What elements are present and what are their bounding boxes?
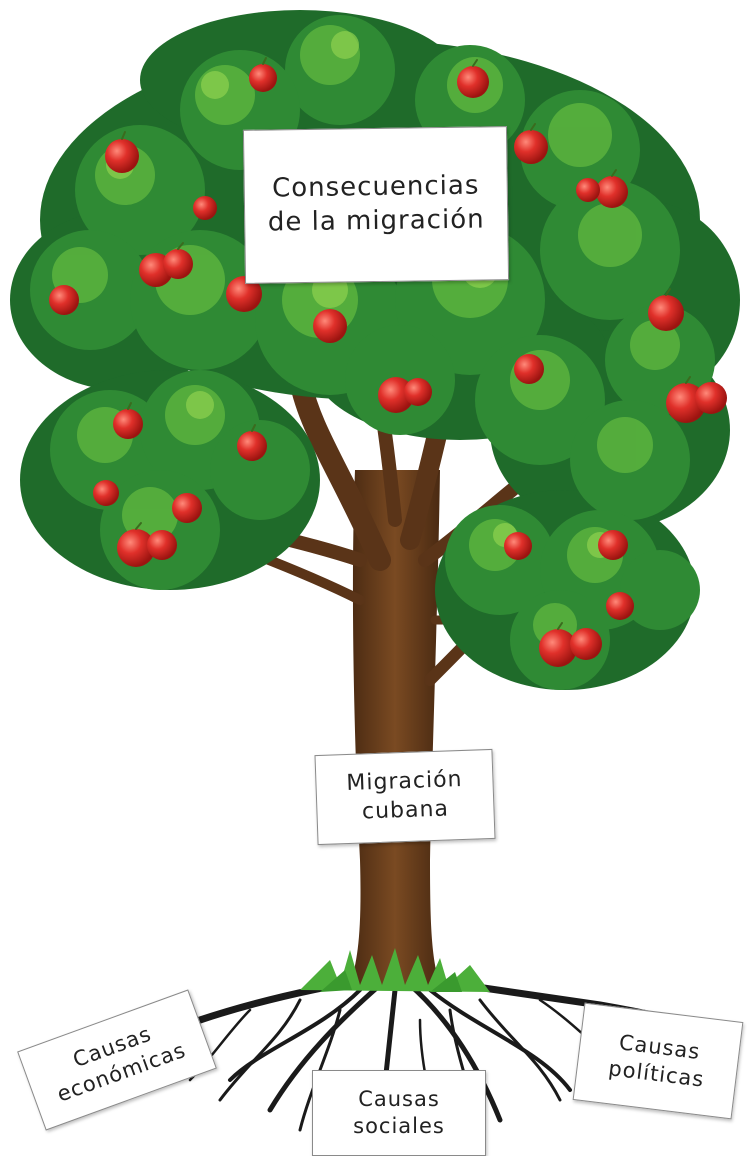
label-social-causes-line2: sociales (353, 1114, 445, 1138)
label-consequences: Consecuencias de la migración (242, 126, 510, 284)
label-political-causes: Causas políticas (572, 1002, 744, 1120)
label-cuban-migration-line1: Migración (345, 767, 463, 797)
apple-stems (121, 57, 691, 630)
label-consequences-line2: de la migración (267, 204, 485, 238)
label-cuban-migration-line2: cubana (361, 796, 450, 825)
label-social-causes: Causas sociales (312, 1070, 486, 1156)
grass (300, 948, 490, 992)
label-cuban-migration: Migración cubana (314, 748, 496, 846)
apples (49, 64, 727, 667)
label-social-causes-line1: Causas (358, 1086, 440, 1111)
trunk (350, 470, 440, 985)
label-consequences-line1: Consecuencias (271, 170, 480, 204)
tree-crown (10, 10, 740, 690)
